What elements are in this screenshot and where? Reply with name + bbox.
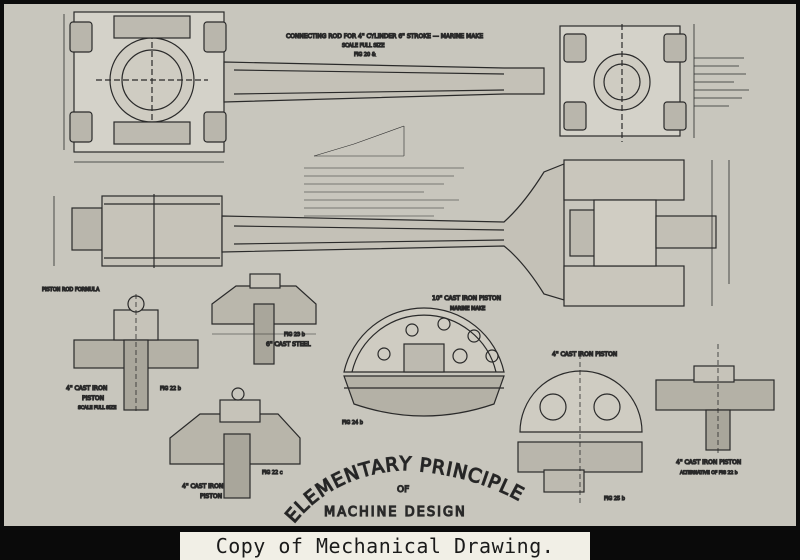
- drawing-photo: CONNECTING ROD FOR 4" CYLINDER 6" STROKE…: [4, 4, 796, 526]
- piston-far-right-label: 4" CAST IRON PISTON: [676, 459, 741, 466]
- piston-right-label: 4" CAST IRON PISTON: [552, 351, 617, 358]
- piston-4-cast-iron-right: [517, 354, 643, 504]
- top-connecting-rod: [63, 11, 695, 163]
- piston-lower-label: 4" CAST IRON: [182, 483, 223, 490]
- notes-top-right: [694, 57, 749, 107]
- piston-left-word: PISTON: [82, 395, 104, 402]
- piston-10-cast-iron: [343, 307, 505, 417]
- scale-label: SCALE FULL SIZE: [342, 43, 385, 49]
- piston-alternative: [655, 344, 775, 456]
- side-connecting-rod: [53, 159, 730, 307]
- fig-25b-label: FIG 25 b: [604, 496, 625, 502]
- caption-paper: [180, 532, 590, 560]
- piston-10-label: 10" CAST IRON PISTON: [432, 295, 501, 302]
- fig-23b-label: FIG 23 b: [284, 332, 305, 338]
- title-line3: MACHINE DESIGN: [324, 505, 467, 520]
- caption: Copy of Mechanical Drawing.: [215, 534, 555, 558]
- fig-top-label: FIG 20 &: [354, 52, 376, 58]
- piston-cast-steel-label: 6" CAST STEEL: [266, 341, 311, 348]
- formula-notes: [304, 125, 464, 217]
- piston-4-cast-iron-left: [73, 294, 199, 414]
- piston-6-cast-steel: [211, 273, 317, 365]
- title-line2: OF: [397, 485, 409, 495]
- piston-4-cast-iron-lower: [169, 387, 301, 499]
- fig-22c-label: FIG 22 c: [262, 470, 283, 476]
- mechanical-drawing: CONNECTING ROD FOR 4" CYLINDER 6" STROKE…: [4, 4, 775, 526]
- marine-make-label: MARINE MAKE: [450, 306, 485, 312]
- connecting-rod-title: CONNECTING ROD FOR 4" CYLINDER 6" STROKE…: [286, 33, 483, 40]
- piston-lower-word: PISTON: [200, 493, 222, 500]
- piston-left-label: 4" CAST IRON: [66, 385, 107, 392]
- piston-left-scale: SCALE FULL SIZE: [78, 405, 116, 411]
- fig-24b-label: FIG 24 b: [342, 420, 363, 426]
- alternative-label: ALTERNATIVE OF FIG 22 b: [680, 470, 738, 476]
- piston-rod-formula: PISTON ROD FORMULA: [42, 287, 100, 293]
- fig-22b-label: FIG 22 b: [160, 386, 181, 392]
